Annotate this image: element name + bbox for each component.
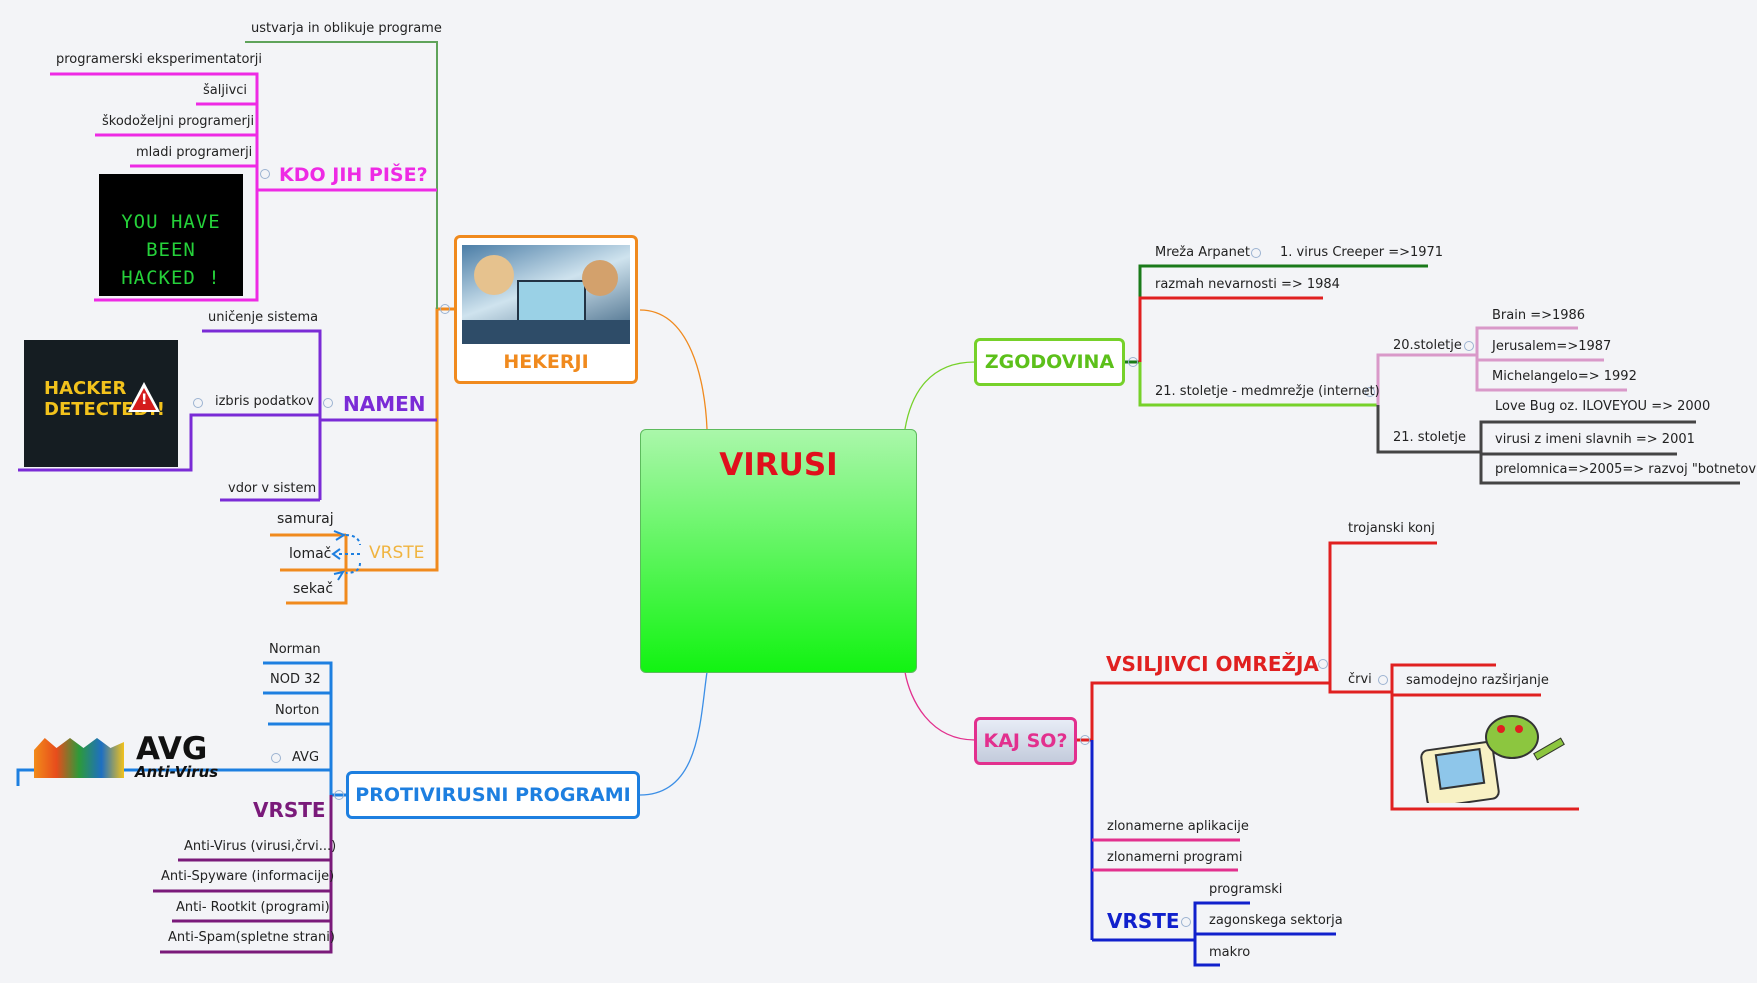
kdo-item-2[interactable]: šaljivci [203, 83, 248, 98]
kajso-vrste-topic[interactable]: VRSTE [1107, 909, 1180, 933]
protivirusni-item-4[interactable]: AVG [292, 750, 320, 765]
pv-vrste-item-4[interactable]: Anti-Spam(spletne strani) [168, 930, 335, 945]
stoletje-20-label[interactable]: 20.stoletje [1393, 338, 1462, 353]
hacker-detected-image: HACKER DETECTED!! ! [24, 340, 178, 467]
avg-shield-icon [34, 738, 124, 778]
vrste-lomac[interactable]: lomač [289, 546, 332, 562]
protivirusni-item-3[interactable]: Norton [275, 703, 320, 718]
stoletje-21-label[interactable]: 21. stoletje [1393, 430, 1466, 445]
protivirusni-item-2[interactable]: NOD 32 [270, 672, 321, 687]
s21-item-1[interactable]: Love Bug oz. ILOVEYOU => 2000 [1495, 399, 1711, 414]
namen-item-2[interactable]: izbris podatkov [215, 394, 314, 409]
kajso-vrste-item-1[interactable]: programski [1209, 882, 1283, 897]
avg-logo-image: AVG Anti-Virus [31, 735, 257, 781]
namen-item-3[interactable]: vdor v sistem [228, 481, 317, 496]
central-topic[interactable]: VIRUSI [640, 429, 917, 673]
s20-item-1[interactable]: Brain =>1986 [1492, 308, 1586, 323]
protivirusni-topic[interactable]: PROTIVIRUSNI PROGRAMI [346, 771, 640, 819]
programi-label[interactable]: zlonamerni programi [1107, 850, 1243, 865]
central-title: VIRUSI [719, 447, 838, 483]
protivirusni-item-1[interactable]: Norman [269, 642, 321, 657]
vrste-samuraj[interactable]: samuraj [277, 511, 334, 527]
kdo-item-4[interactable]: mladi programerji [136, 145, 253, 160]
you-have-been-hacked-image: YOU HAVE BEEN HACKED ! [99, 174, 243, 296]
zgodovina-topic[interactable]: ZGODOVINA [974, 338, 1125, 386]
s20-item-2[interactable]: Jerusalem=>1987 [1492, 339, 1612, 354]
vrste-sekac[interactable]: sekač [293, 581, 334, 597]
hekerji-vrste-topic[interactable]: VRSTE [369, 543, 425, 563]
kaj-so-topic[interactable]: KAJ SO? [974, 717, 1077, 765]
trojanski-label[interactable]: trojanski konj [1348, 521, 1435, 536]
namen-item-1[interactable]: uničenje sistema [208, 310, 319, 325]
worm-virus-image [1415, 705, 1565, 803]
hekerji-topic[interactable]: HEKERJI [454, 235, 638, 384]
kdo-item-1[interactable]: programerski eksperimentatorji [56, 52, 262, 67]
ustvarja-label[interactable]: ustvarja in oblikuje programe [251, 21, 442, 36]
s21-item-2[interactable]: virusi z imeni slavnih => 2001 [1495, 432, 1695, 447]
kajso-vrste-item-2[interactable]: zagonskega sektorja [1209, 913, 1343, 928]
creeper-label[interactable]: 1. virus Creeper =>1971 [1280, 245, 1444, 260]
kdo-jih-pise-topic[interactable]: KDO JIH PIŠE? [279, 164, 428, 186]
pv-vrste-item-1[interactable]: Anti-Virus (virusi,črvi...) [184, 839, 337, 854]
s20-item-3[interactable]: Michelangelo=> 1992 [1492, 369, 1637, 384]
kajso-vrste-item-3[interactable]: makro [1209, 945, 1251, 960]
hacker-illustration-image [462, 245, 630, 344]
samodejno-label[interactable]: samodejno razširjanje [1406, 673, 1549, 688]
internet-label[interactable]: 21. stoletje - medmrežje (internet) [1155, 384, 1380, 399]
hekerji-title: HEKERJI [503, 351, 589, 373]
razmah-label[interactable]: razmah nevarnosti => 1984 [1155, 277, 1340, 292]
namen-topic[interactable]: NAMEN [343, 392, 426, 416]
aplikacije-label[interactable]: zlonamerne aplikacije [1107, 819, 1249, 834]
arpanet-label[interactable]: Mreža Arpanet [1155, 245, 1250, 260]
pv-vrste-item-2[interactable]: Anti-Spyware (informacije) [161, 869, 335, 884]
crvi-label[interactable]: črvi [1348, 672, 1372, 687]
vsiljivci-topic[interactable]: VSILJIVCI OMREŽJA [1106, 652, 1319, 676]
kdo-item-3[interactable]: škodoželjni programerji [102, 114, 255, 129]
pv-vrste-item-3[interactable]: Anti- Rootkit (programi) [176, 900, 330, 915]
protivirusni-vrste-topic[interactable]: VRSTE [253, 798, 326, 822]
s21-item-3[interactable]: prelomnica=>2005=> razvoj "botnetov" [1495, 462, 1757, 477]
